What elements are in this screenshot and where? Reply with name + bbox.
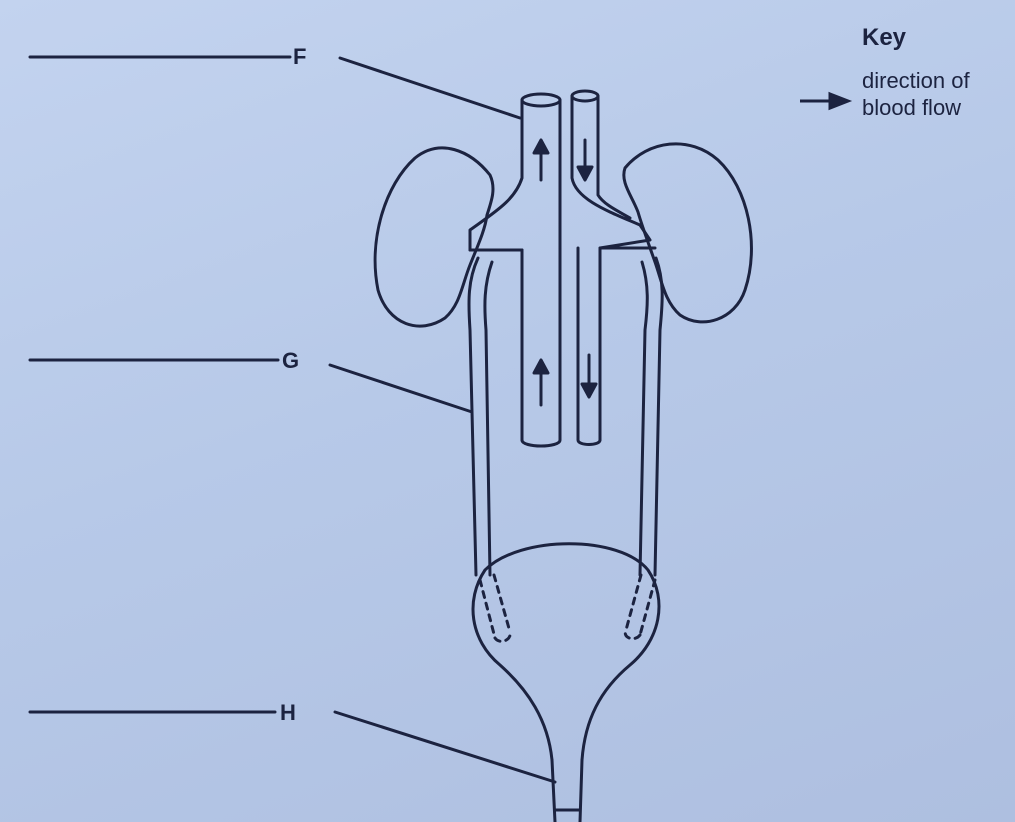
left-kidney xyxy=(375,148,493,326)
vena-cava-top-opening xyxy=(522,94,560,106)
flow-arrow-aorta-upper xyxy=(578,140,592,180)
leader-line-g xyxy=(330,365,472,412)
leader-line-f xyxy=(340,58,520,118)
label-f: F xyxy=(293,46,306,68)
right-ureter[interactable] xyxy=(640,258,662,575)
leader-line-h xyxy=(335,712,555,782)
key-arrow-meaning: direction of blood flow xyxy=(862,68,1014,122)
right-arrow-icon xyxy=(800,94,848,108)
vena-cava-bottom xyxy=(522,250,560,446)
label-h: H xyxy=(280,702,296,724)
right-kidney xyxy=(624,144,752,322)
label-g: G xyxy=(282,350,299,372)
left-ureter-opening xyxy=(480,575,510,641)
aorta-top-opening xyxy=(572,91,598,101)
key-title: Key xyxy=(862,24,906,52)
bladder[interactable] xyxy=(473,544,659,760)
flow-arrow-vena-cava-upper xyxy=(534,140,548,180)
urethra[interactable] xyxy=(552,760,582,822)
flow-arrow-vena-cava-lower xyxy=(534,360,548,405)
aorta-lower xyxy=(578,248,600,445)
right-ureter-opening xyxy=(625,575,655,639)
flow-arrow-aorta-lower xyxy=(582,355,596,397)
left-ureter[interactable] xyxy=(469,258,492,575)
